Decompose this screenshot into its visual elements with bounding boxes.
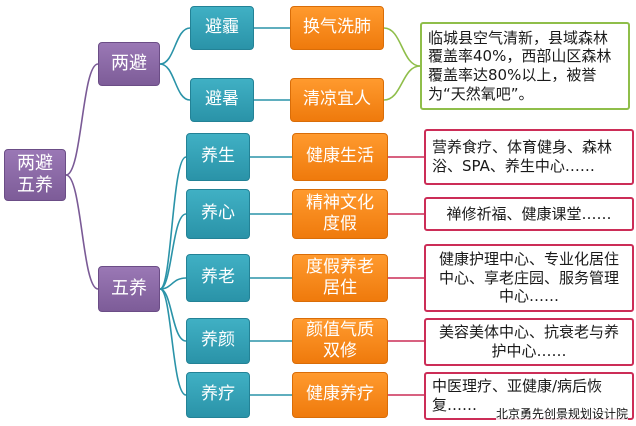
theme-node-jiankangshenghuo: 健康生活 bbox=[292, 133, 388, 181]
detail-box-yanglao: 健康护理中心、专业化居住中心、享老庄园、服务管理中心…… bbox=[424, 244, 634, 312]
category-node-yanglao: 养老 bbox=[186, 254, 250, 302]
detail-box-yangxin: 禅修祈福、健康课堂…… bbox=[424, 197, 634, 231]
theme-node-yanzhiqizhishuangxiu: 颜值气质双修 bbox=[292, 318, 388, 364]
category-node-yangliao: 养疗 bbox=[186, 372, 250, 418]
group-node-liangbi: 两避 bbox=[98, 42, 160, 86]
category-node-bishu: 避暑 bbox=[190, 78, 254, 122]
shared-note-box: 临城县空气清新，县域森林覆盖率40%，西部山区森林覆盖率达80%以上，被誉为“天… bbox=[420, 22, 630, 110]
theme-node-jiankangyangliao: 健康养疗 bbox=[292, 372, 388, 418]
group-node-wuyang: 五养 bbox=[98, 266, 160, 312]
theme-node-dujiayanglaojuzhu: 度假养老居住 bbox=[292, 254, 388, 302]
root-node: 两避五养 bbox=[4, 149, 66, 201]
category-node-yangyan: 养颜 bbox=[186, 318, 250, 364]
category-node-bimai: 避霾 bbox=[190, 6, 254, 50]
detail-box-yangyan: 美容美体中心、抗衰老与养护中心…… bbox=[424, 318, 634, 366]
watermark-text: 北京勇先创景规划设计院 bbox=[495, 405, 628, 422]
theme-node-jingshenwenhuadujia: 精神文化度假 bbox=[292, 189, 388, 239]
category-node-yangxin: 养心 bbox=[186, 189, 250, 239]
theme-node-qingliangyiren: 清凉宜人 bbox=[290, 78, 384, 122]
category-node-yangsheng: 养生 bbox=[186, 133, 250, 181]
theme-node-huanqixifei: 换气洗肺 bbox=[290, 6, 384, 50]
detail-box-yangsheng: 营养食疗、体育健身、森林浴、SPA、养生中心…… bbox=[424, 129, 634, 185]
